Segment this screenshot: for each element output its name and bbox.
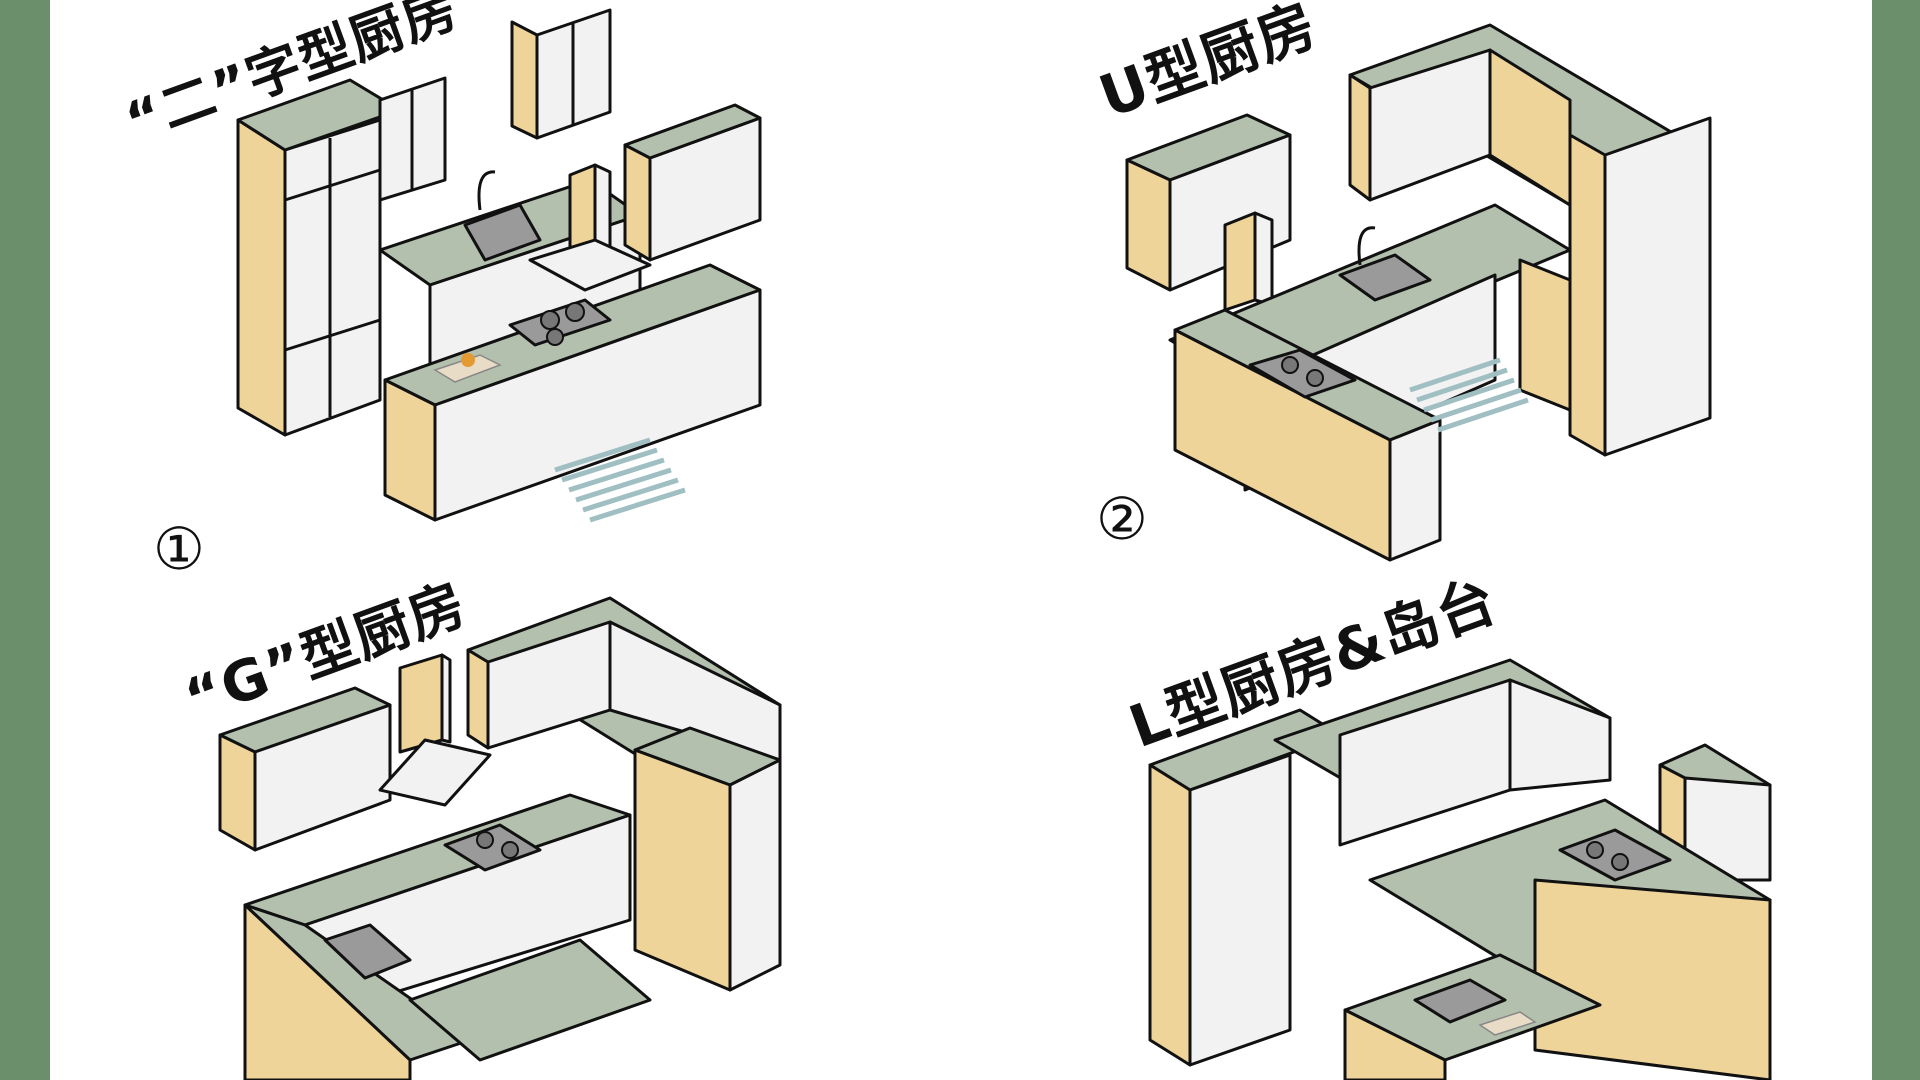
diagram-sheet: “二”字型厨房 U型厨房 “G”型厨房 L型厨房&岛台 ① ② bbox=[50, 0, 1872, 1080]
panel-number-1: ① bbox=[153, 515, 205, 583]
kitchen-illustrations bbox=[218, 8, 1772, 1080]
kitchen-drawing-u-shape bbox=[1125, 23, 1712, 562]
kitchen-drawing-l-shape-island bbox=[1148, 658, 1772, 1080]
kitchen-drawing-one-line bbox=[236, 8, 762, 523]
panel-number-2: ② bbox=[1096, 485, 1148, 553]
kitchen-drawing-g-shape bbox=[218, 596, 782, 1080]
